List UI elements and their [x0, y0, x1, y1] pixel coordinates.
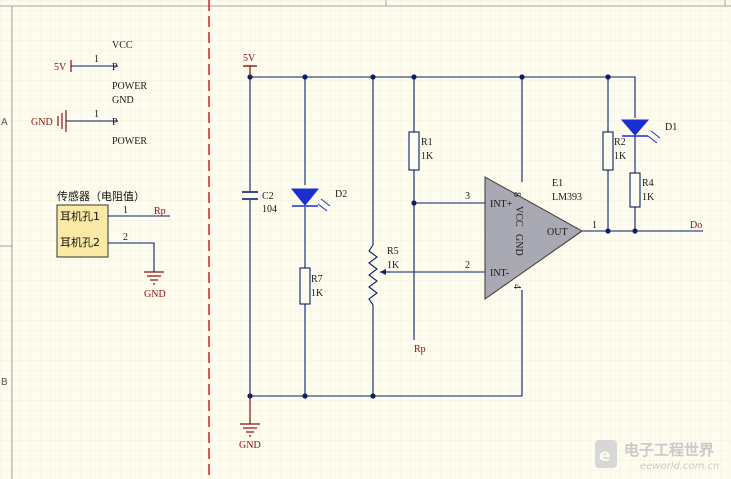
- eeworld-watermark: e 电子工程世界 eeworld.com.cn: [595, 440, 719, 472]
- sensor-ground-symbol: [144, 271, 164, 285]
- resistor-r1[interactable]: R1 1K: [408, 131, 434, 171]
- e1-label-out: OUT: [547, 227, 568, 238]
- r4-ref: R4: [642, 178, 654, 189]
- sensor-body: [56, 204, 109, 258]
- gnd-power-port[interactable]: GND 1 GND P POWER: [31, 95, 147, 147]
- sensor-pin1-number: 1: [123, 205, 128, 216]
- r1-body: [408, 131, 420, 171]
- gnd-port-ref: P: [112, 117, 118, 128]
- sensor-pin2-number: 2: [123, 232, 128, 243]
- r7-body: [299, 267, 311, 305]
- sensor-connector[interactable]: 传感器（电阻值） 耳机孔1 耳机孔2 1 Rp 2 GND: [56, 190, 170, 300]
- r5-ref: R5: [387, 246, 399, 257]
- r7-value: 1K: [311, 288, 324, 299]
- r4-value: 1K: [642, 192, 655, 203]
- gnd-port-value-bottom: POWER: [112, 136, 147, 147]
- sensor-ground-label: GND: [144, 289, 166, 300]
- e1-pin-gnd-number: 4: [511, 284, 522, 289]
- r1-ref: R1: [421, 137, 433, 148]
- vcc-port-net: 5V: [54, 62, 67, 73]
- d2-triangle: [290, 188, 320, 206]
- e1-label-gnd: GND: [513, 234, 524, 256]
- e1-body: [484, 176, 584, 301]
- e1-pin-minus-number: 2: [465, 260, 470, 271]
- e1-pin-plus-number: 3: [465, 191, 470, 202]
- potentiometer-r5[interactable]: R5 1K: [368, 244, 400, 306]
- r1-value: 1K: [421, 151, 434, 162]
- c2-gap: [243, 191, 257, 200]
- resistor-r2[interactable]: R2 1K: [602, 131, 627, 171]
- r5-wiper-arrow: [380, 269, 386, 275]
- sensor-pin2-wire: [108, 242, 155, 272]
- r7-ref: R7: [311, 274, 323, 285]
- junction-dots: [247, 74, 638, 399]
- c2-ref: C2: [262, 191, 274, 202]
- vcc-power-port[interactable]: 5V 1 VCC P POWER: [54, 40, 147, 92]
- r5-zigzag: [368, 244, 378, 306]
- output-net-label: Do: [690, 220, 702, 231]
- watermark-url: eeworld.com.cn: [640, 461, 719, 472]
- e1-pin-out-number: 1: [592, 220, 597, 231]
- c2-value: 104: [262, 204, 277, 215]
- vcc-port-value: VCC: [112, 40, 133, 51]
- d2-ref: D2: [335, 189, 347, 200]
- e1-label-minus: INT-: [490, 268, 509, 279]
- vcc-port-value-bottom: POWER: [112, 81, 147, 92]
- supply-5v[interactable]: 5V: [243, 53, 257, 77]
- watermark-logo-icon: [595, 440, 617, 468]
- ground-label: GND: [239, 440, 261, 451]
- circuit-wires: [249, 76, 703, 397]
- resistor-r7[interactable]: R7 1K: [299, 267, 324, 305]
- r4-body: [629, 172, 641, 208]
- watermark-logo-letter: e: [599, 446, 611, 466]
- capacitor-c2[interactable]: C2 104: [242, 191, 277, 215]
- e1-label-vcc: VCC: [513, 206, 524, 227]
- e1-ref: E1: [552, 178, 563, 189]
- e1-pin-vcc-number: 8: [511, 192, 522, 197]
- sensor-title: 传感器（电阻值）: [57, 190, 145, 203]
- led-d1[interactable]: D1: [620, 119, 677, 144]
- led-d2[interactable]: D2: [290, 188, 347, 212]
- rp-net-label: Rp: [414, 344, 426, 355]
- r2-body: [602, 131, 614, 171]
- gnd-port-value: GND: [112, 95, 134, 106]
- r2-value: 1K: [614, 151, 627, 162]
- d2-light-arrows: [317, 198, 331, 212]
- circuit-ground[interactable]: GND: [239, 396, 261, 451]
- e1-label-plus: INT+: [490, 199, 513, 210]
- comparator-e1[interactable]: 3 2 INT+ INT- OUT 1 8 4 VCC GND E1 LM393: [465, 176, 597, 301]
- d1-ref: D1: [665, 122, 677, 133]
- vcc-port-pin: 1: [94, 54, 99, 65]
- r2-ref: R2: [614, 137, 626, 148]
- resistor-r4[interactable]: R4 1K: [629, 172, 655, 208]
- supply-label: 5V: [243, 53, 256, 64]
- sensor-pin1-label: 耳机孔1: [60, 209, 100, 223]
- ground-symbol: [240, 423, 260, 437]
- gnd-port-pin: 1: [94, 109, 99, 120]
- vcc-port-ref: P: [112, 62, 118, 73]
- e1-value: LM393: [552, 192, 582, 203]
- d1-triangle: [620, 119, 650, 136]
- d1-light-arrows: [647, 130, 661, 144]
- gnd-port-net: GND: [31, 117, 53, 128]
- sensor-pin2-label: 耳机孔2: [60, 235, 100, 249]
- zone-label-a: A: [1, 117, 8, 128]
- zone-label-b: B: [1, 377, 8, 388]
- watermark-cn: 电子工程世界: [624, 441, 714, 459]
- r5-value: 1K: [387, 260, 400, 271]
- sensor-pin1-net: Rp: [154, 206, 166, 217]
